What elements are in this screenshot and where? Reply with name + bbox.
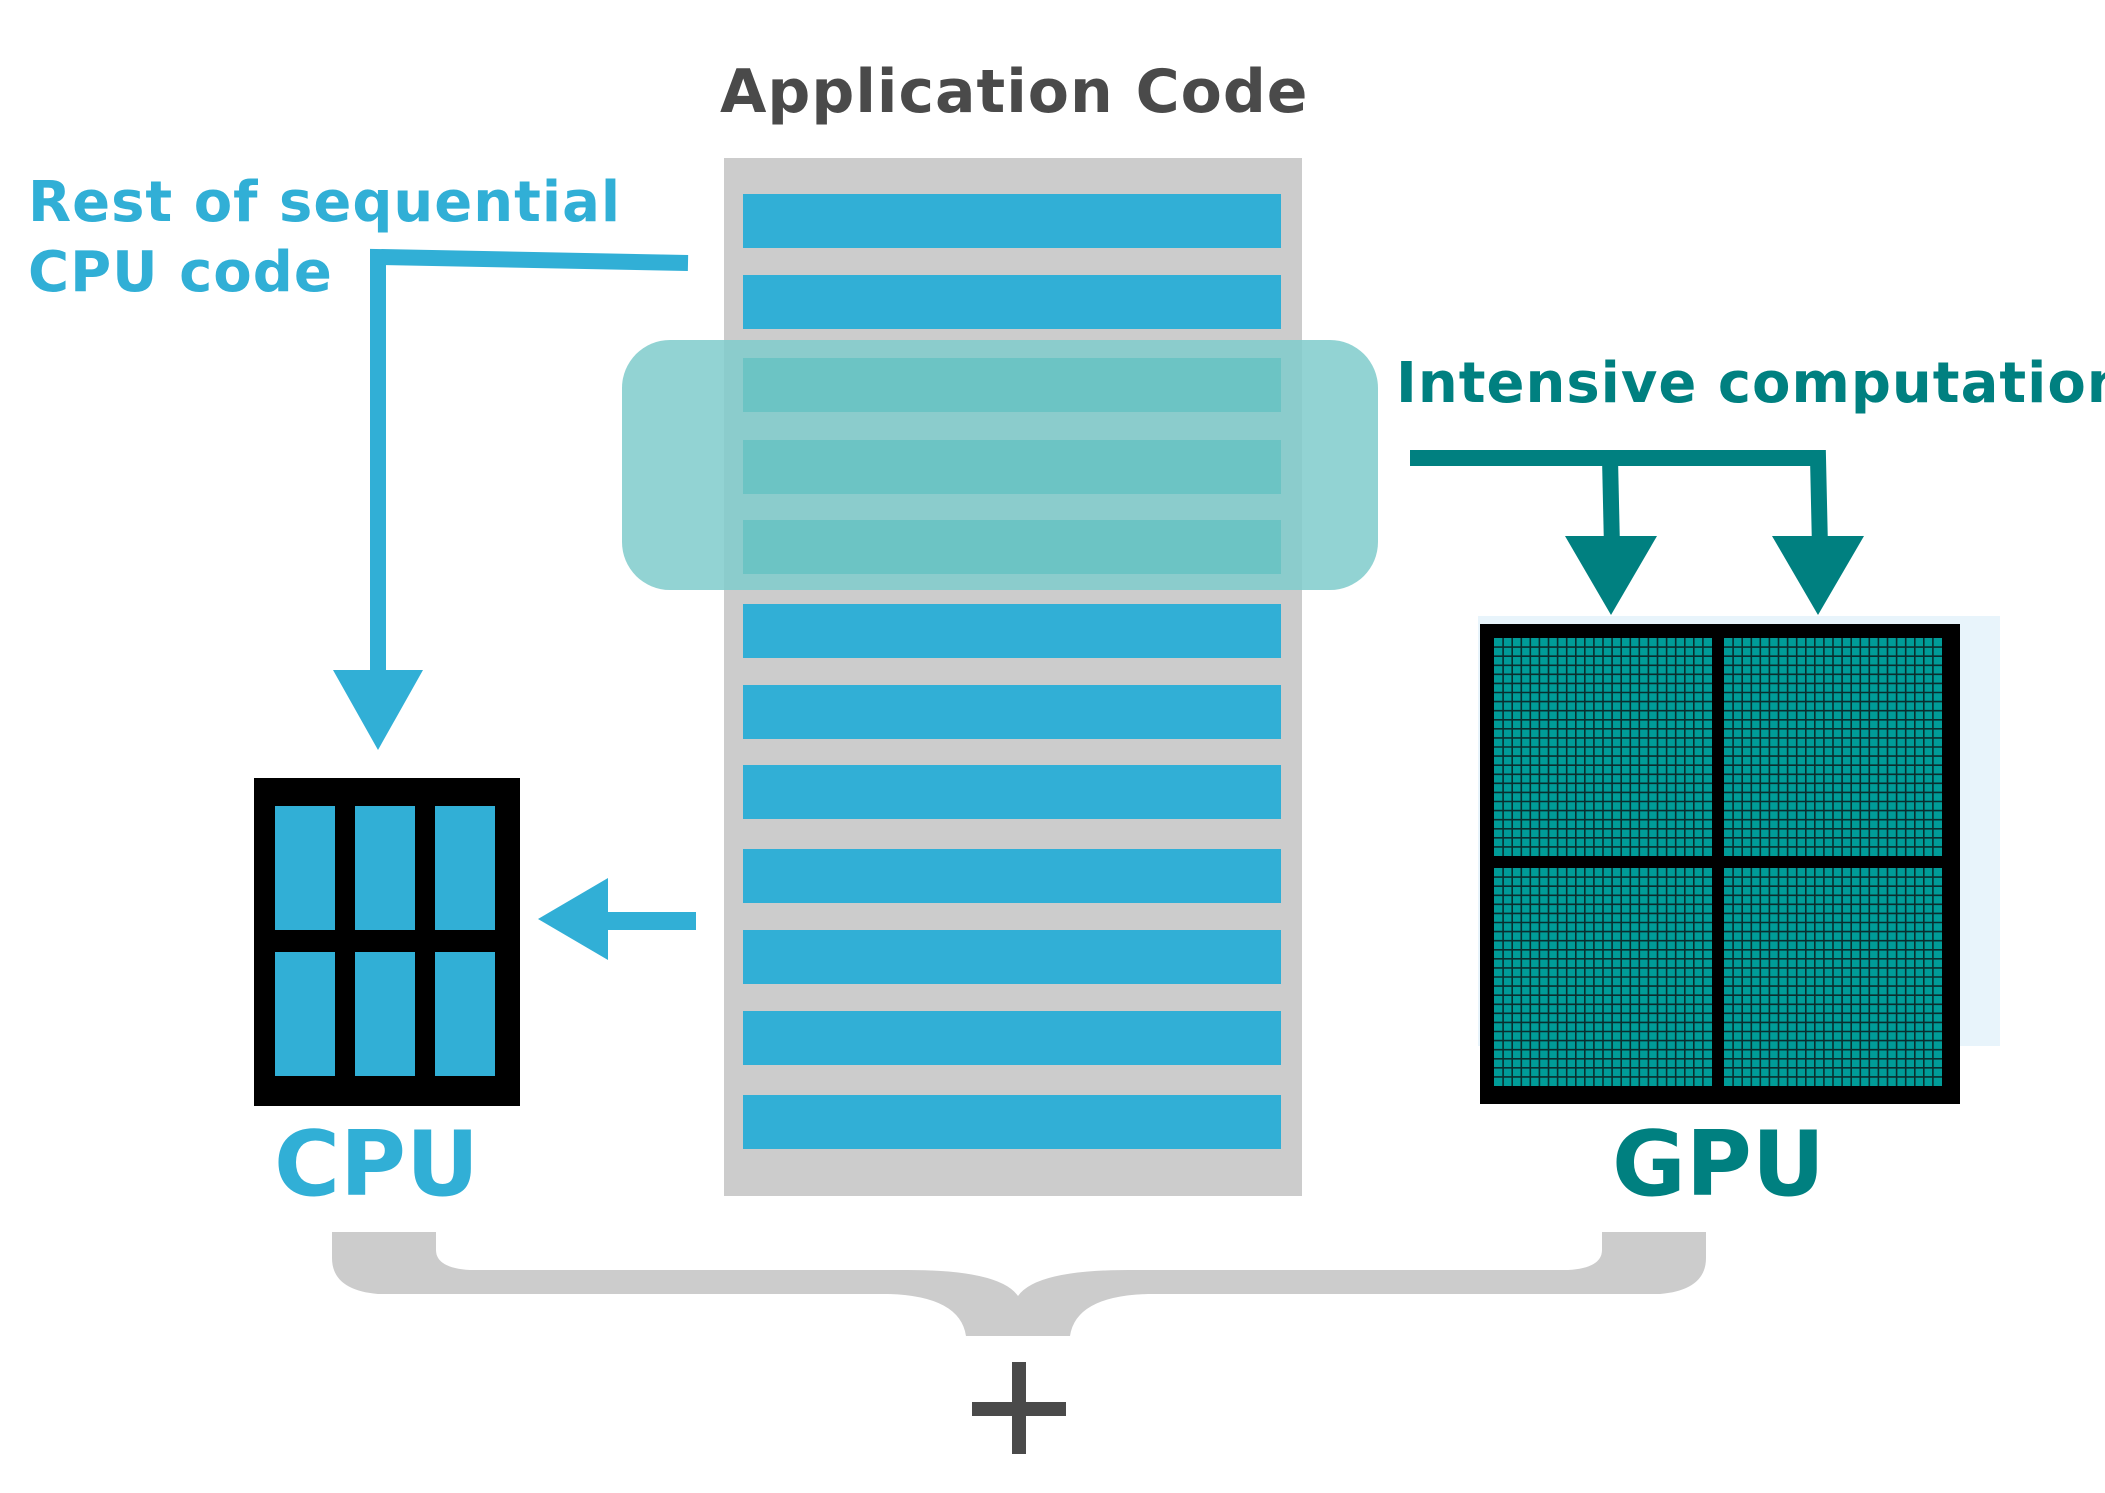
cpu-input-arrow (538, 878, 696, 960)
cpu-code-block (743, 849, 1281, 903)
cpu-code-block (743, 1095, 1281, 1149)
gpu-core-grid (1494, 638, 1712, 856)
gpu-blocks (1494, 638, 1942, 1086)
sequential-label-line1: Rest of sequential (28, 170, 622, 235)
cpu-core (275, 952, 335, 1076)
gpu-core-grid (1724, 868, 1942, 1086)
gpu-core-grid (1724, 638, 1942, 856)
application-code-title: Application Code (720, 57, 1309, 127)
plus-sign (972, 1362, 1066, 1454)
cpu-code-block (743, 930, 1281, 984)
cpu-code-block (743, 685, 1281, 739)
intensive-computation-label: Intensive computation (1396, 351, 2105, 416)
cpu-chip (254, 778, 520, 1106)
intensive-highlight (622, 340, 1378, 590)
cpu-code-block (743, 275, 1281, 329)
cpu-core (355, 952, 415, 1076)
gpu-core-grid (1494, 868, 1712, 1086)
sequential-label-line2: CPU code (28, 240, 333, 305)
cpu-core (435, 806, 495, 930)
gpu-chip (1478, 616, 2000, 1104)
curly-brace (332, 1232, 1706, 1336)
cpu-core (355, 806, 415, 930)
sequential-code-label: Rest of sequential CPU code (28, 168, 621, 308)
gpu-label: GPU (1612, 1112, 1825, 1217)
sequential-arrow (333, 248, 689, 750)
cpu-code-block (743, 604, 1281, 658)
cpu-code-block (743, 194, 1281, 248)
cpu-label: CPU (274, 1112, 480, 1217)
cpu-code-block (743, 1011, 1281, 1065)
intensive-arrow (1410, 450, 1864, 615)
cpu-core (435, 952, 495, 1076)
cpu-core (275, 806, 335, 930)
cpu-code-block (743, 765, 1281, 819)
cpu-cores (275, 806, 495, 1076)
